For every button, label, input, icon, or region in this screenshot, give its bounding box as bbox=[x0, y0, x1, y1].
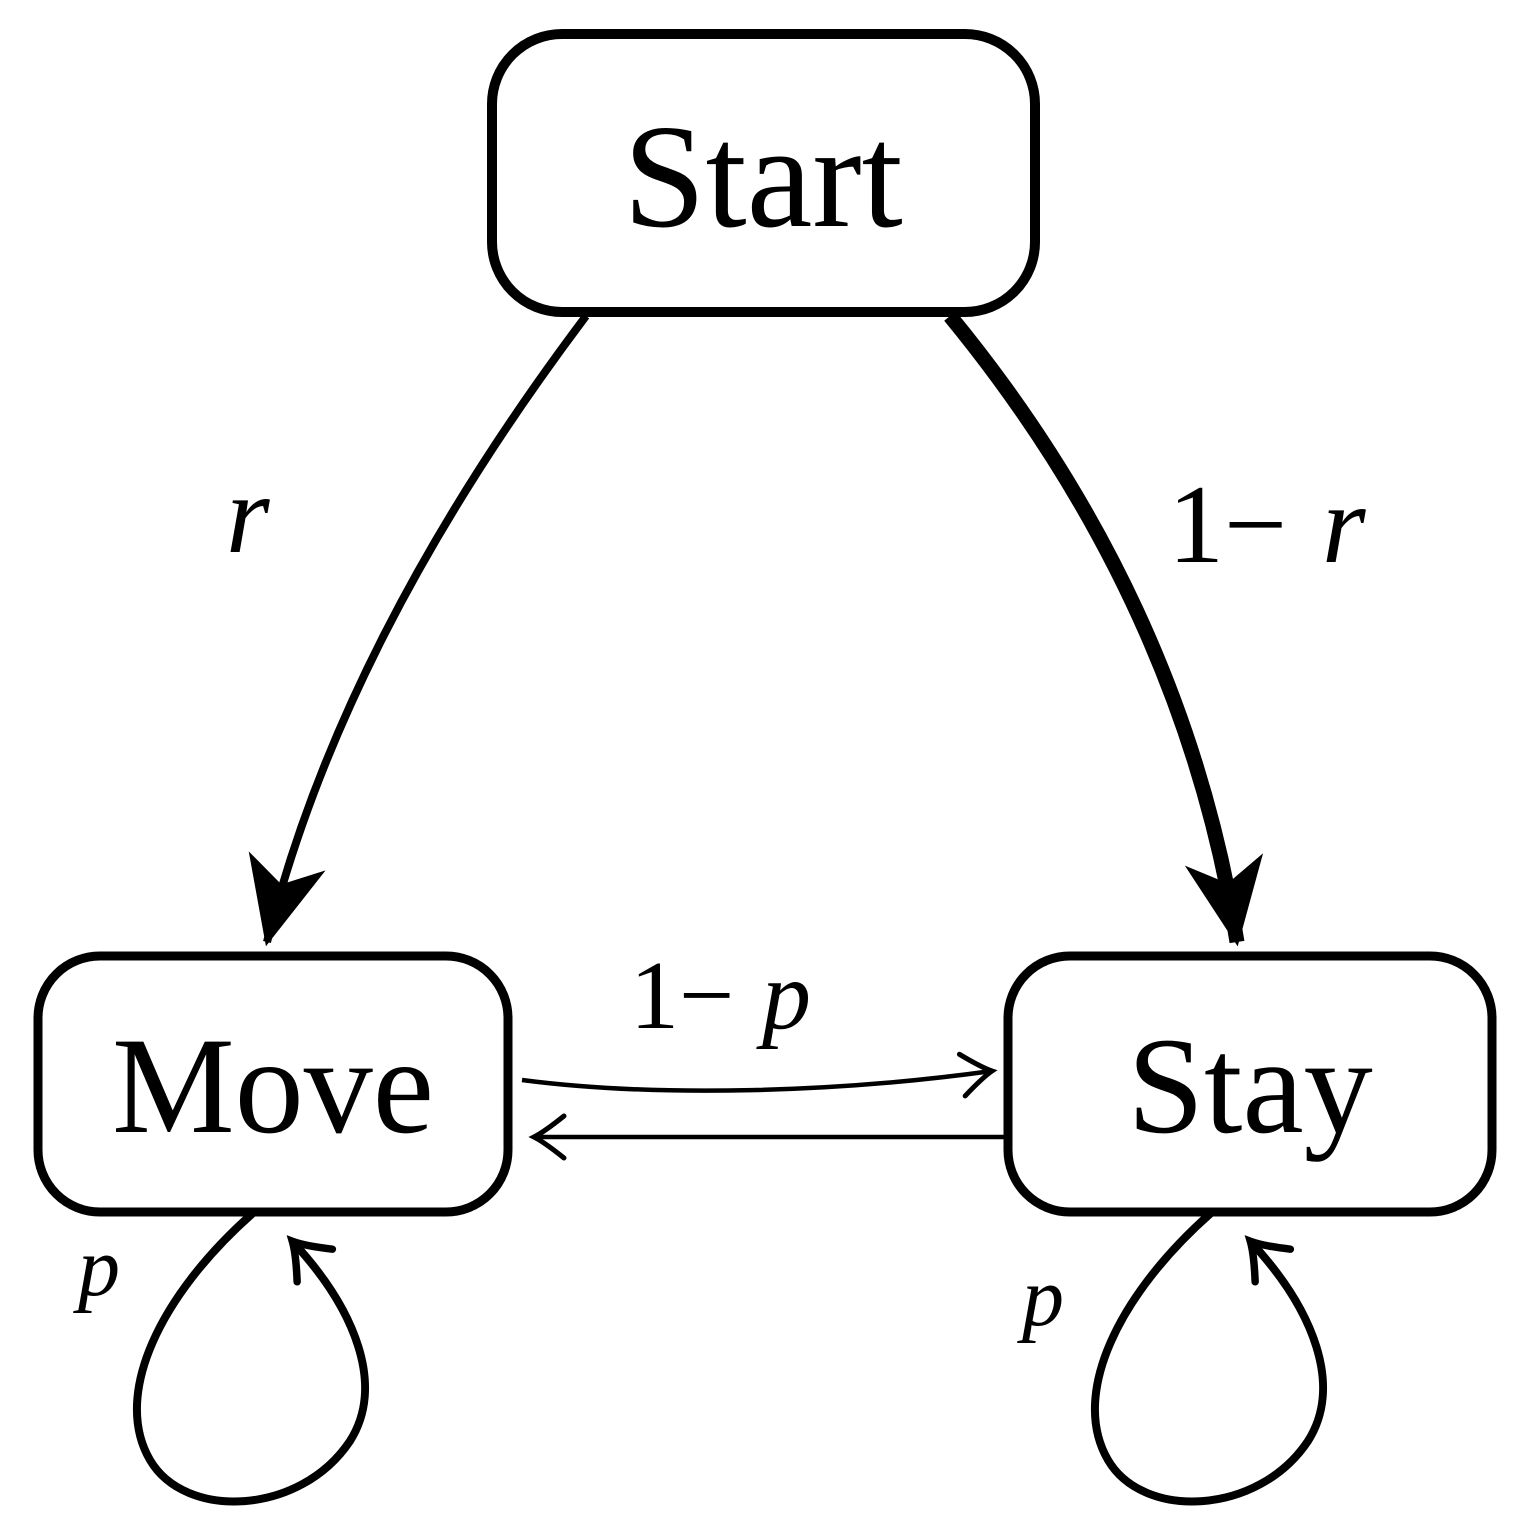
edge-move-to-stay bbox=[521, 1051, 998, 1099]
edge-start-to-stay bbox=[944, 311, 1264, 947]
edge-label-move-loop-p: p bbox=[73, 1221, 120, 1314]
node-move-box bbox=[33, 951, 513, 1217]
edge-stay-self-loop bbox=[1090, 1210, 1327, 1506]
edge-label-r: r bbox=[226, 453, 270, 577]
node-stay: Stay bbox=[1003, 951, 1497, 1217]
edge-move-self-loop bbox=[132, 1210, 369, 1506]
edge-label-one-minus-p-prefix: 1− bbox=[630, 942, 734, 1050]
edge-label-stay-loop-p: p bbox=[1017, 1251, 1064, 1344]
edge-start-to-move bbox=[248, 313, 590, 947]
node-start: Start bbox=[487, 29, 1040, 317]
edge-label-one-minus-r-prefix: 1− bbox=[1168, 463, 1287, 587]
node-stay-box bbox=[1003, 951, 1497, 1217]
edge-label-one-minus-p-var: p bbox=[756, 942, 811, 1050]
node-start-box bbox=[487, 29, 1040, 317]
edge-label-one-minus-r-var: r bbox=[1322, 463, 1366, 587]
node-start-label: Start bbox=[623, 95, 903, 259]
node-stay-label: Stay bbox=[1127, 1009, 1372, 1162]
node-move: Move bbox=[33, 951, 513, 1217]
node-move-label: Move bbox=[112, 1009, 434, 1162]
